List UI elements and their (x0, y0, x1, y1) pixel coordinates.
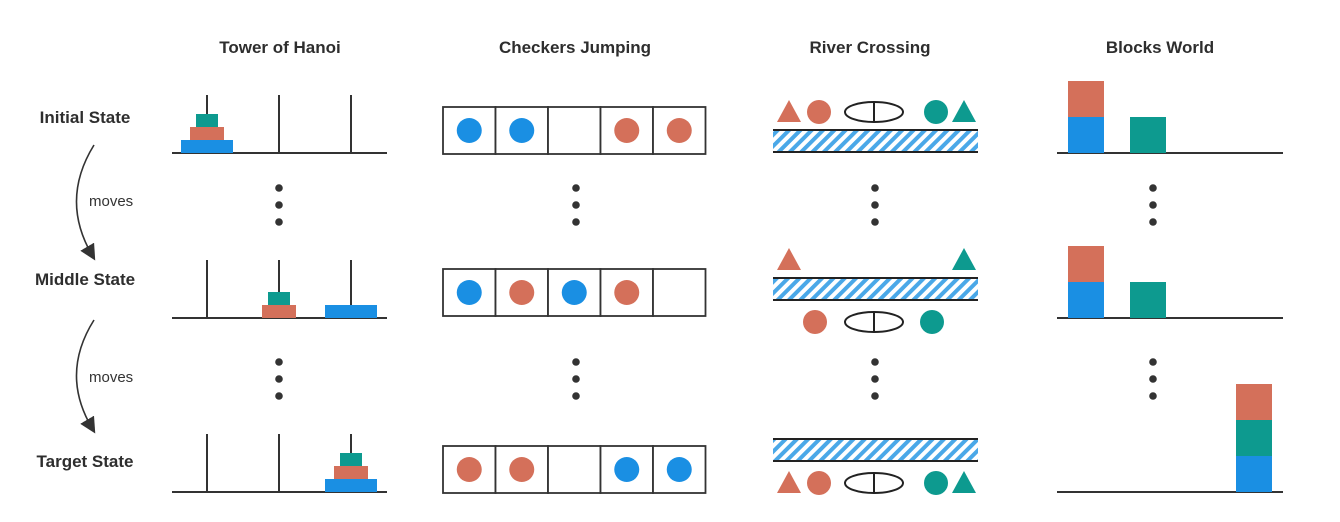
checker-piece-orange (456, 457, 482, 482)
ellipsis-dot (871, 358, 879, 366)
orange-triangle-icon (777, 100, 801, 122)
ellipsis-dot (572, 184, 580, 192)
orange-triangle-icon (777, 471, 801, 493)
teal-circle-icon (920, 310, 944, 334)
teal-triangle-icon (952, 471, 976, 493)
river-water (773, 278, 978, 300)
ellipsis-dot (871, 392, 879, 400)
ellipsis-dot (871, 201, 879, 209)
row-label-initial: Initial State (39, 108, 131, 127)
row-label-target: Target State (36, 452, 134, 471)
column-title-checkers: Checkers Jumping (498, 38, 652, 57)
hanoi-disk-teal (340, 453, 362, 466)
hanoi-disk-teal (268, 292, 290, 305)
checker-piece-blue (666, 457, 692, 482)
checker-piece-blue (456, 280, 482, 305)
ellipsis-dot (275, 375, 283, 383)
ellipsis-dot (871, 375, 879, 383)
checker-cell (652, 268, 707, 317)
ellipsis-dot (275, 392, 283, 400)
ellipsis-dot (275, 201, 283, 209)
moves-label-2: moves (89, 369, 134, 386)
checker-piece-orange (509, 280, 535, 305)
teal-circle-icon (924, 471, 948, 495)
column-title-river: River Crossing (809, 38, 931, 57)
hanoi-disk-blue (325, 305, 377, 318)
moves-label-1: moves (89, 193, 134, 210)
orange-circle-icon (803, 310, 827, 334)
checker-cell (494, 445, 549, 494)
orange-circle-icon (807, 100, 831, 124)
ellipsis-dot (871, 218, 879, 226)
checker-piece-orange (614, 118, 640, 143)
block-orange (1236, 384, 1272, 420)
river-water (773, 130, 978, 152)
hanoi-disk-orange (334, 466, 368, 479)
checker-piece-blue (561, 280, 587, 305)
ellipsis-dot (572, 358, 580, 366)
block-teal (1130, 282, 1166, 318)
block-blue (1236, 456, 1272, 492)
ellipsis-dot (1149, 375, 1157, 383)
checker-cell (547, 106, 602, 155)
checker-piece-blue (614, 457, 640, 482)
ellipsis-dot (1149, 184, 1157, 192)
hanoi-disk-orange (190, 127, 224, 140)
checker-piece-orange (509, 457, 535, 482)
orange-circle-icon (807, 471, 831, 495)
transition-arrow-1 (75, 144, 96, 261)
ellipsis-dot (275, 218, 283, 226)
ellipsis-dot (871, 184, 879, 192)
ellipsis-dot (572, 201, 580, 209)
block-teal (1130, 117, 1166, 153)
teal-triangle-icon (952, 100, 976, 122)
checker-piece-blue (509, 118, 535, 143)
transition-arrow-2 (75, 319, 96, 434)
block-orange (1068, 81, 1104, 117)
checker-piece-orange (666, 118, 692, 143)
ellipsis-dot (572, 375, 580, 383)
block-orange (1068, 246, 1104, 282)
hanoi-disk-teal (196, 114, 218, 127)
ellipsis-dot (572, 392, 580, 400)
teal-triangle-icon (952, 248, 976, 270)
hanoi-disk-blue (325, 479, 377, 492)
checker-piece-orange (614, 280, 640, 305)
column-title-blocks: Blocks World (1105, 38, 1215, 57)
column-title-hanoi: Tower of Hanoi (219, 38, 341, 57)
ellipsis-dot (275, 184, 283, 192)
row-label-middle: Middle State (34, 270, 136, 289)
ellipsis-dot (1149, 201, 1157, 209)
hanoi-disk-blue (181, 140, 233, 153)
block-blue (1068, 117, 1104, 153)
teal-circle-icon (924, 100, 948, 124)
ellipsis-dot (1149, 392, 1157, 400)
ellipsis-dot (1149, 218, 1157, 226)
river-water (773, 439, 978, 461)
checker-cell (547, 445, 602, 494)
ellipsis-dot (275, 358, 283, 366)
block-teal (1236, 420, 1272, 456)
orange-triangle-icon (777, 248, 801, 270)
hanoi-disk-orange (262, 305, 296, 318)
checker-piece-blue (456, 118, 482, 143)
checker-cell (652, 106, 707, 155)
ellipsis-dot (1149, 358, 1157, 366)
block-blue (1068, 282, 1104, 318)
ellipsis-dot (572, 218, 580, 226)
